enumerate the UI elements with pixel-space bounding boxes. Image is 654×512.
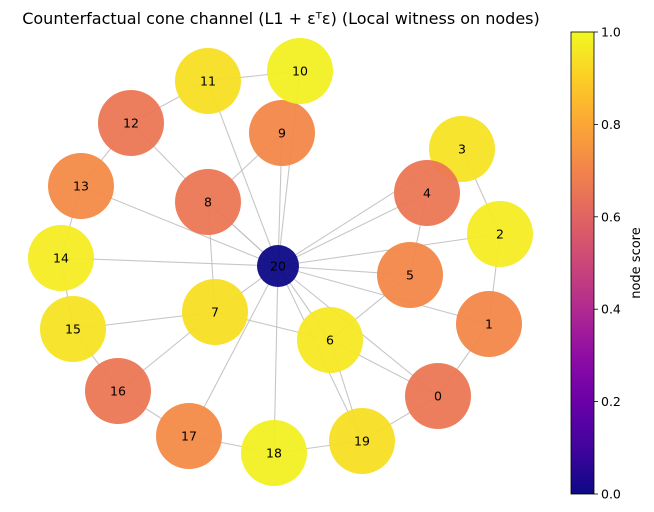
node-label: 13 [73,179,89,194]
node-label: 10 [292,64,308,79]
node-2: 2 [467,201,533,267]
node-circle [182,279,248,345]
colorbar-tick-label: 1.0 [601,25,621,40]
node-7: 7 [182,279,248,345]
node-label: 2 [496,227,504,242]
node-label: 19 [354,434,370,449]
node-label: 17 [181,429,197,444]
node-4: 4 [394,160,460,226]
node-8: 8 [175,169,241,235]
node-circle [241,420,307,486]
node-label: 18 [266,446,282,461]
node-label: 11 [200,74,216,89]
node-circle [85,358,151,424]
node-3: 3 [429,116,495,182]
node-1: 1 [456,291,522,357]
node-label: 7 [211,305,219,320]
edge-20-14 [60,257,279,267]
node-19: 19 [329,408,395,474]
node-20: 20 [257,245,299,287]
node-17: 17 [156,403,222,469]
node-label: 6 [326,333,334,348]
node-circle [467,201,533,267]
node-label: 5 [406,268,414,283]
colorbar-ticks: 0.0 0.2 0.4 0.6 0.8 1.0 [594,25,621,502]
node-circle [175,48,241,114]
node-label: 0 [434,389,442,404]
node-circle [329,408,395,474]
node-circle [394,160,460,226]
node-label: 8 [204,195,212,210]
colorbar-tick-label: 0.8 [601,117,621,132]
node-0: 0 [405,363,471,429]
node-circle [98,90,164,156]
colorbar-tick-label: 0.2 [601,394,621,409]
edge-20-1 [277,265,490,325]
colorbar-label: node score [629,227,644,299]
node-label: 12 [123,116,139,131]
colorbar-tick-label: 0.6 [601,209,621,224]
node-label: 20 [270,259,286,274]
node-circle [429,116,495,182]
node-label: 3 [458,142,466,157]
node-5: 5 [377,242,443,308]
node-circle [48,153,114,219]
node-11: 11 [175,48,241,114]
edge-20-13 [80,185,279,267]
node-circle [456,291,522,357]
node-label: 16 [110,384,126,399]
colorbar: 0.0 0.2 0.4 0.6 0.8 1.0 node score [570,25,644,502]
node-circle [297,307,363,373]
node-circle [249,100,315,166]
node-circle [267,38,333,104]
colorbar-tick-label: 0.0 [601,487,621,502]
colorbar-tick-label: 0.4 [601,302,621,317]
node-circle [377,242,443,308]
node-12: 12 [98,90,164,156]
node-circle [175,169,241,235]
node-circle [156,403,222,469]
node-circle [405,363,471,429]
node-16: 16 [85,358,151,424]
node-label: 14 [53,251,69,266]
node-circle [28,225,94,291]
node-15: 15 [40,296,106,362]
node-18: 18 [241,420,307,486]
node-circle [40,296,106,362]
colorbar-gradient [570,31,595,495]
node-label: 15 [65,322,81,337]
node-label: 9 [278,126,286,141]
figure-title: Counterfactual cone channel (L1 + εᵀε) (… [22,9,540,28]
node-6: 6 [297,307,363,373]
node-circle [257,245,299,287]
node-10: 10 [267,38,333,104]
node-label: 1 [485,317,493,332]
node-13: 13 [48,153,114,219]
node-14: 14 [28,225,94,291]
node-label: 4 [423,186,431,201]
node-9: 9 [249,100,315,166]
